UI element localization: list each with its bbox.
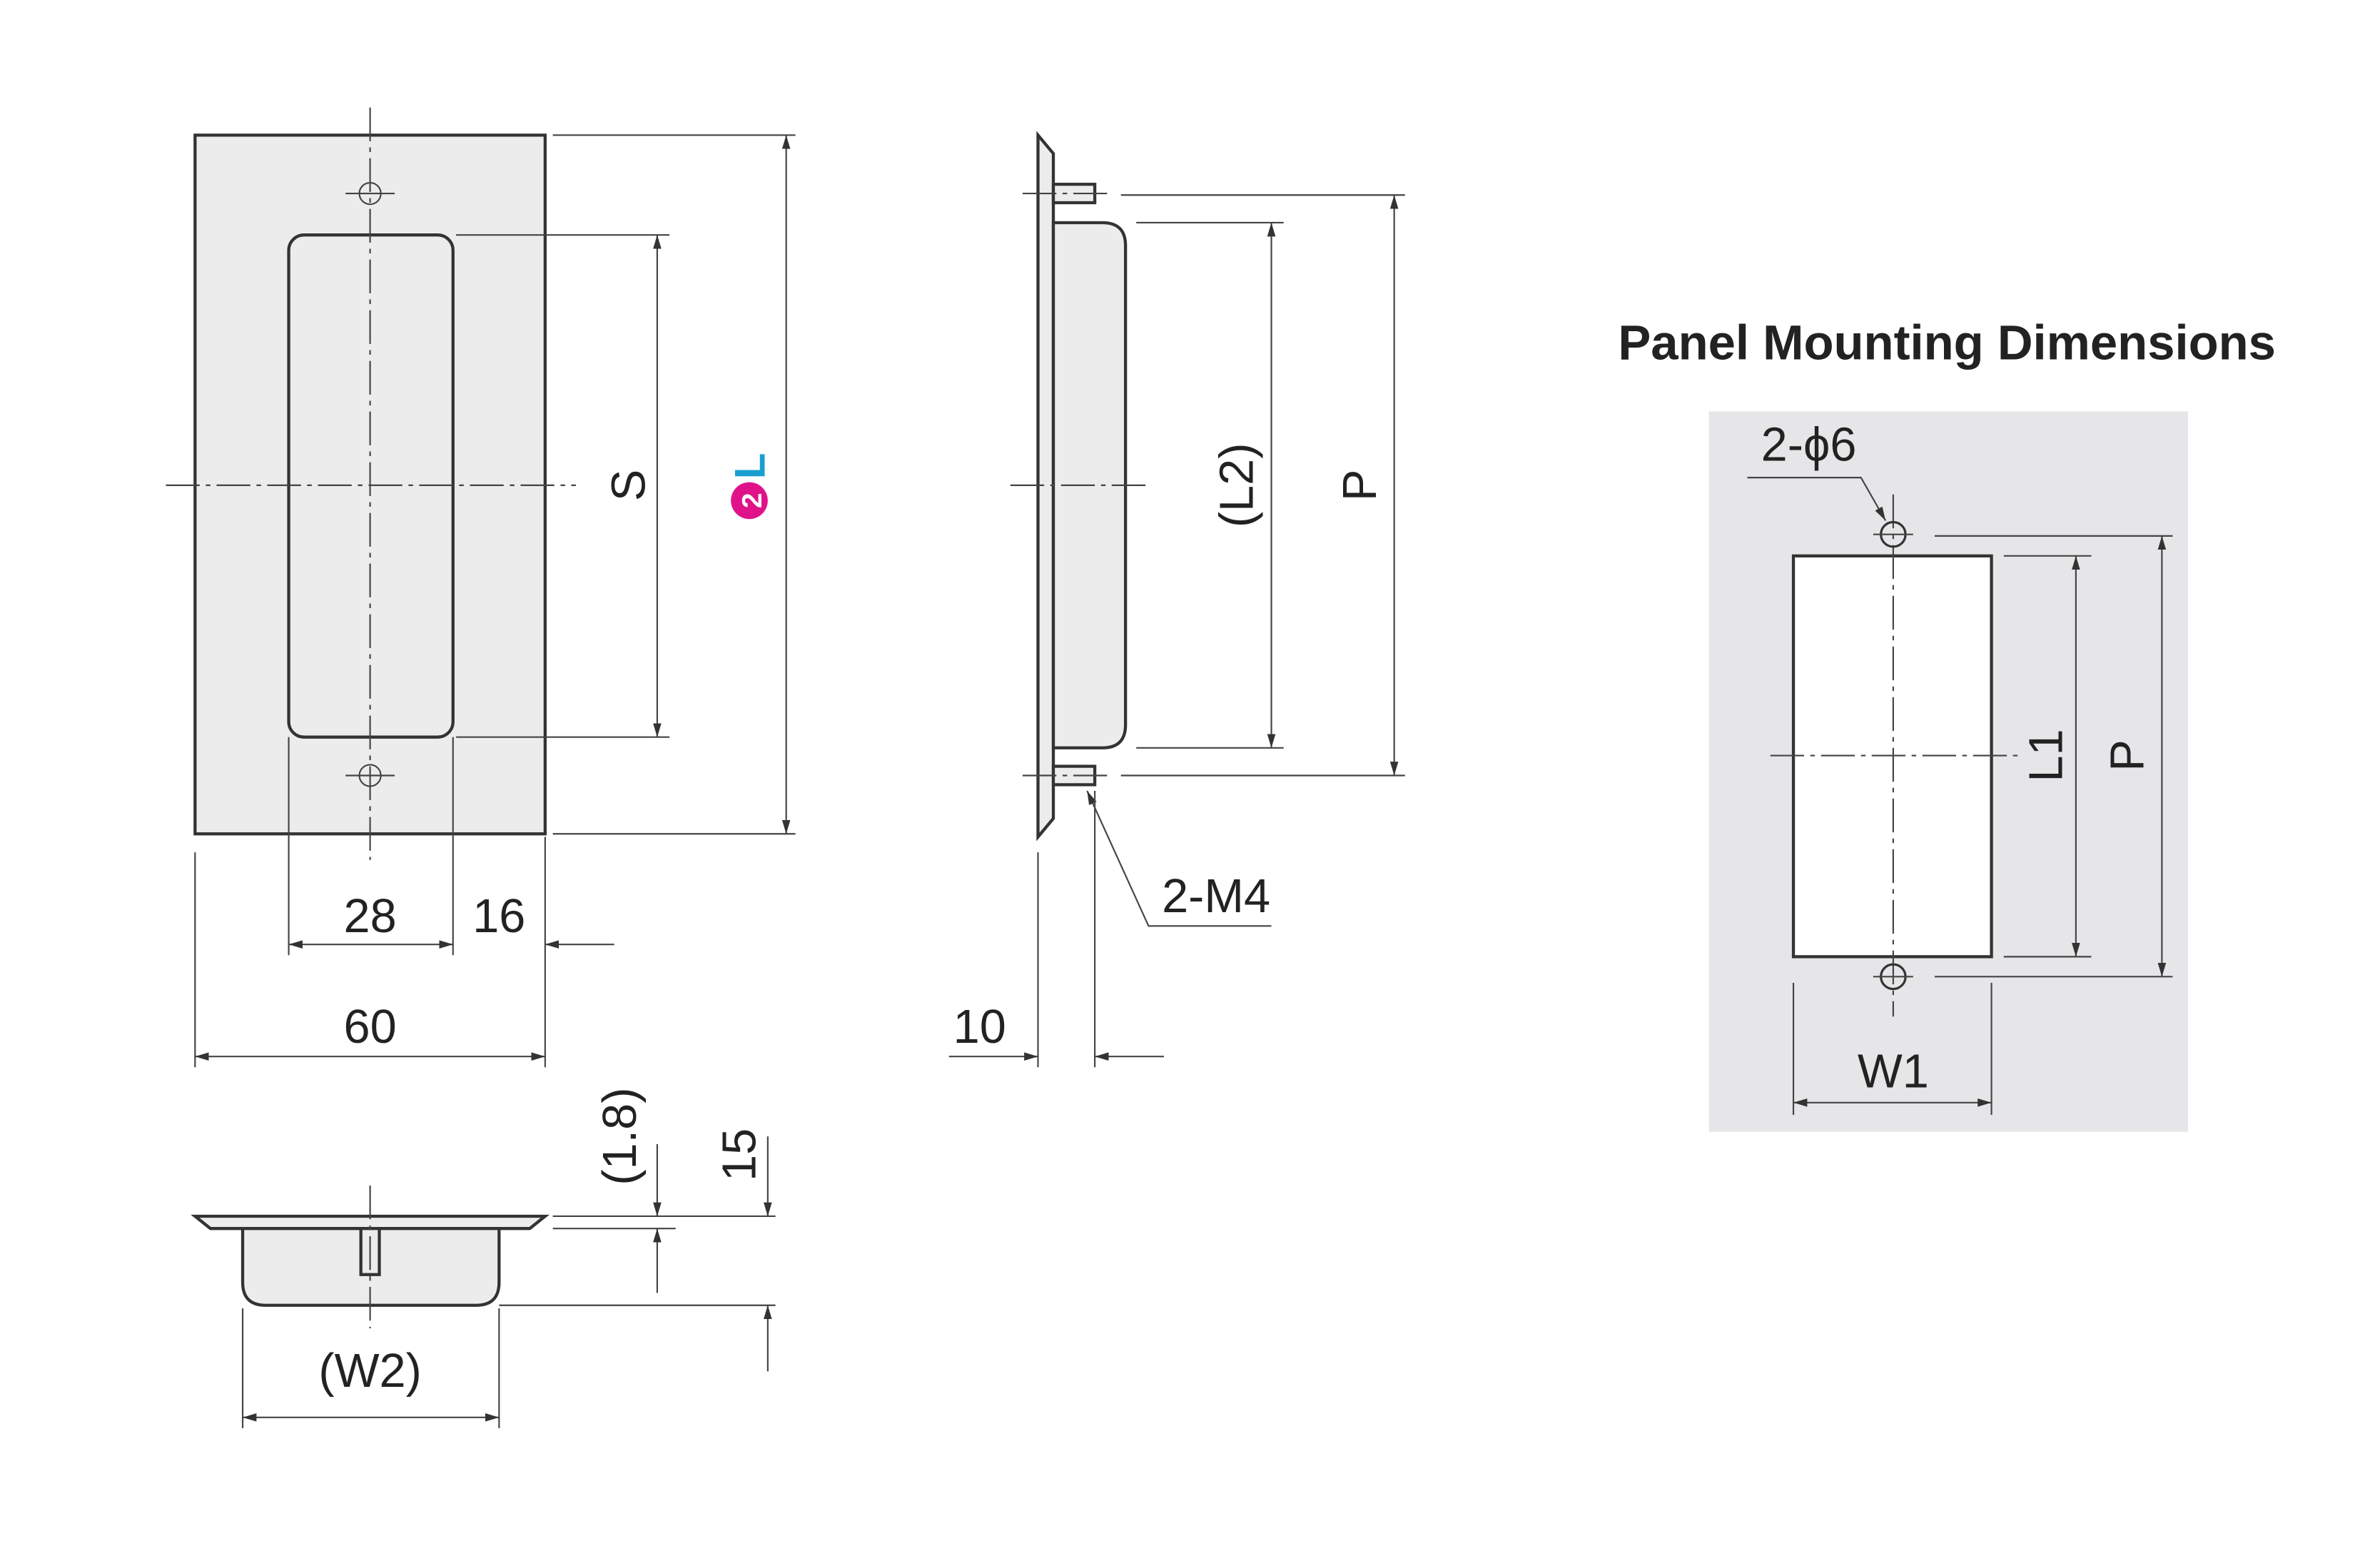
dim-28-label: 28 (344, 890, 397, 943)
dim-60-label: 60 (344, 1001, 397, 1054)
panel-title: Panel Mounting Dimensions (1618, 315, 2276, 370)
dim-l-callout: 2 L (726, 453, 774, 520)
badge-number: 2 (737, 493, 768, 509)
dim-s-label: S (603, 470, 656, 501)
dim-1-8-label: (1.8) (594, 1088, 647, 1186)
flange (1036, 131, 1055, 842)
dim-16-label: 16 (472, 890, 525, 943)
dim-l1-label: L1 (2020, 729, 2073, 782)
mounting-hole-icon (1873, 520, 1913, 991)
dim-l2-label: (L2) (1211, 443, 1264, 528)
flange (191, 1214, 550, 1231)
panel-mounting-dimensions: Panel Mounting Dimensions 2-ϕ6 L1 P W1 (1618, 315, 2276, 1132)
hole-callout: 2-ϕ6 (1761, 418, 1857, 471)
dim-p-label: P (1334, 470, 1387, 501)
badge-icon (731, 482, 768, 520)
dim-w2-label: (W2) (318, 1345, 421, 1398)
mounting-hole-icon (345, 181, 395, 787)
dim-l-label: L (726, 453, 774, 479)
dim-10-label: 10 (953, 1001, 1006, 1054)
dim-p-label: P (2102, 739, 2154, 771)
dim-w1-label: W1 (1858, 1045, 1929, 1098)
bottom-view: (1.8) 15 (W2) (191, 1088, 776, 1428)
dim-15-label: 15 (714, 1128, 766, 1181)
front-view: S 2 L 28 16 60 (166, 107, 796, 1068)
side-view: P (L2) 2-M4 10 (948, 131, 1405, 1068)
thread-callout: 2-M4 (1162, 870, 1270, 923)
